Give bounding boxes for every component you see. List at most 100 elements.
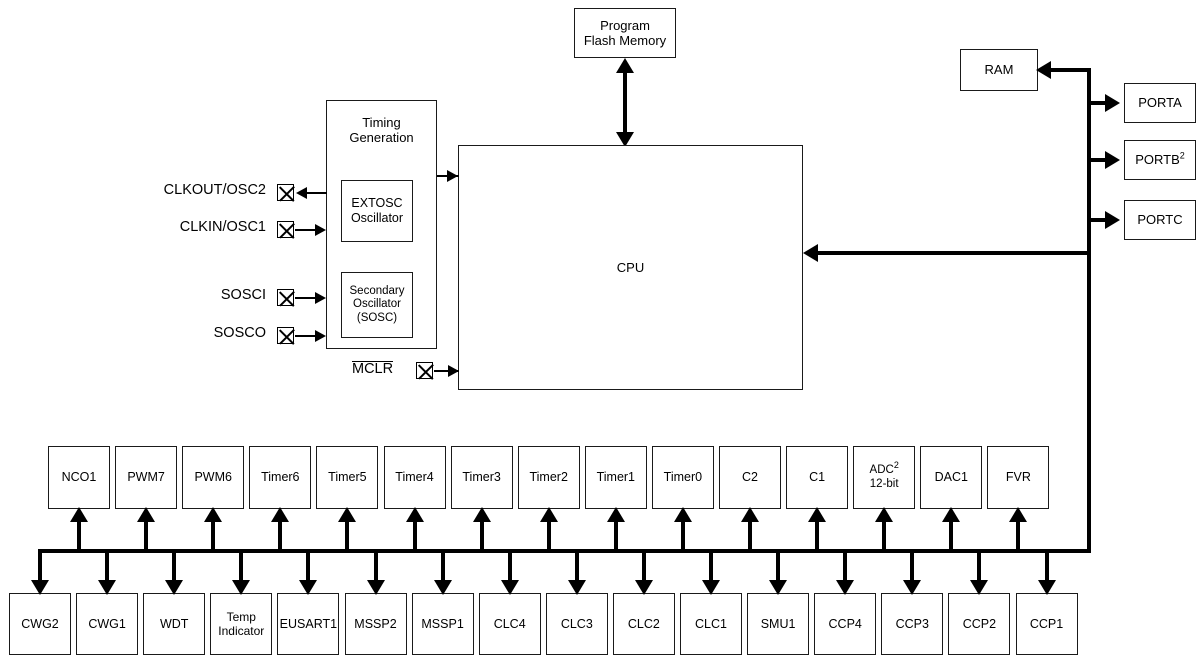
peripheral-horizontal-bus	[40, 549, 1089, 553]
peripheral-up-arrow	[1009, 507, 1028, 522]
sosc-label-line1: Secondary	[349, 284, 405, 297]
clkin-wire	[295, 228, 317, 231]
peripheral-label: Temp	[226, 609, 256, 624]
peripheral-up-arrow	[271, 507, 290, 522]
clkin-arrow	[315, 223, 326, 236]
peripheral-down-stem	[910, 549, 915, 581]
peripheral-up-stem	[144, 519, 149, 551]
extosc-label-line2: Oscillator	[350, 211, 404, 225]
peripheral-block-c1: C1	[786, 446, 849, 509]
peripheral-up-arrow	[338, 507, 357, 522]
peripheral-label: CLC3	[560, 616, 593, 631]
portb-label: PORTB	[1135, 152, 1180, 168]
peripheral-label: SMU1	[760, 616, 796, 631]
peripheral-up-arrow	[204, 507, 223, 522]
peripheral-up-arrow	[405, 507, 424, 522]
flash-bus-arrow-down	[616, 132, 634, 147]
mclr-label-text: MCLR	[352, 361, 394, 377]
peripheral-up-stem	[211, 519, 216, 551]
peripheral-label: CWG2	[21, 616, 59, 631]
peripheral-down-arrow	[836, 580, 855, 595]
peripheral-label: C2	[742, 470, 758, 485]
peripheral-down-arrow	[1037, 580, 1056, 595]
peripheral-up-stem	[1016, 519, 1021, 551]
porta-label: PORTA	[1138, 95, 1182, 111]
peripheral-label: CCP3	[895, 616, 929, 631]
peripheral-block-clc1: CLC1	[680, 593, 742, 655]
peripheral-down-stem	[507, 549, 512, 581]
peripheral-block-fvr: FVR	[987, 446, 1050, 509]
peripheral-block-ccp1: CCP1	[1015, 593, 1078, 655]
sosci-wire	[295, 296, 317, 299]
porta-block: PORTA	[1124, 83, 1196, 123]
peripheral-block-pwm7: PWM7	[115, 446, 178, 509]
sosc-label-line3: (SOSC)	[356, 311, 398, 324]
peripheral-label: CCP4	[828, 616, 862, 631]
peripheral-label: CLC1	[695, 616, 727, 631]
bus-to-portb-arrow	[1105, 151, 1120, 169]
peripheral-block-mssp1: MSSP1	[411, 593, 474, 655]
ram-block: RAM	[960, 49, 1038, 91]
cpu-label: CPU	[616, 259, 645, 275]
peripheral-down-arrow	[232, 580, 251, 595]
peripheral-block-dac1: DAC1	[920, 446, 983, 509]
peripheral-block-wdt: WDT	[143, 593, 206, 655]
peripheral-down-arrow	[98, 580, 117, 595]
flash-bus-arrow-up	[616, 58, 634, 73]
peripheral-block-timer5: Timer5	[316, 446, 379, 509]
peripheral-up-stem	[546, 519, 551, 551]
peripheral-up-arrow	[472, 507, 491, 522]
pin-label-sosci: SOSCI	[220, 287, 266, 303]
peripheral-block-ccp3: CCP3	[881, 593, 944, 655]
peripheral-down-arrow	[567, 580, 586, 595]
bus-to-portc-arrow	[1105, 211, 1120, 229]
secondary-oscillator-block: Secondary Oscillator (SOSC)	[341, 272, 413, 338]
peripheral-down-stem	[641, 549, 646, 581]
peripheral-up-arrow	[673, 507, 692, 522]
peripheral-label: MSSP2	[354, 616, 397, 631]
sosci-arrow	[315, 291, 326, 304]
peripheral-block-clc4: CLC4	[478, 593, 541, 655]
peripheral-sublabel: 12-bit	[869, 477, 899, 490]
bus-to-cpu-arrow	[803, 244, 818, 262]
pin-marker-sosci	[277, 289, 294, 306]
peripheral-up-stem	[815, 519, 820, 551]
portc-label: PORTC	[1137, 212, 1183, 228]
timing-label-line2: Generation	[349, 130, 414, 146]
peripheral-down-stem	[38, 549, 42, 581]
peripheral-down-stem	[709, 549, 713, 581]
peripheral-down-stem	[306, 549, 311, 581]
peripheral-label: PWM7	[127, 470, 165, 485]
mclr-wire	[434, 369, 459, 372]
peripheral-block-nco1: NCO1	[48, 446, 110, 509]
peripheral-down-stem	[776, 549, 781, 581]
peripheral-label: Timer4	[395, 470, 434, 485]
mclr-arrow	[448, 364, 459, 377]
peripheral-up-stem	[278, 519, 283, 551]
peripheral-label: ADC	[869, 463, 894, 476]
peripheral-down-stem	[1044, 549, 1049, 581]
peripheral-block-timer4: Timer4	[383, 446, 446, 509]
peripheral-down-stem	[843, 549, 848, 581]
peripheral-label-line2: Indicator	[218, 624, 265, 638]
bus-to-cpu-wire	[818, 251, 1089, 255]
peripheral-up-stem	[479, 519, 484, 551]
peripheral-down-stem	[574, 549, 579, 581]
peripheral-label: C1	[809, 470, 826, 485]
peripheral-up-stem	[613, 519, 618, 551]
peripheral-label: Timer5	[328, 470, 367, 485]
peripheral-up-arrow	[875, 507, 894, 522]
pin-label-mclr: MCLR	[352, 361, 394, 377]
peripheral-down-arrow	[903, 580, 922, 595]
peripheral-block-ccp2: CCP2	[948, 593, 1011, 655]
extosc-label-line1: EXTOSC	[351, 196, 403, 211]
peripheral-block-pwm6: PWM6	[182, 446, 245, 509]
peripheral-label: Timer3	[462, 470, 501, 485]
peripheral-up-stem	[882, 519, 887, 551]
peripheral-up-stem	[77, 519, 81, 551]
pin-marker-clkout-osc2	[277, 184, 294, 201]
peripheral-label: MSSP1	[421, 616, 464, 631]
peripheral-block-ccp4: CCP4	[814, 593, 877, 655]
